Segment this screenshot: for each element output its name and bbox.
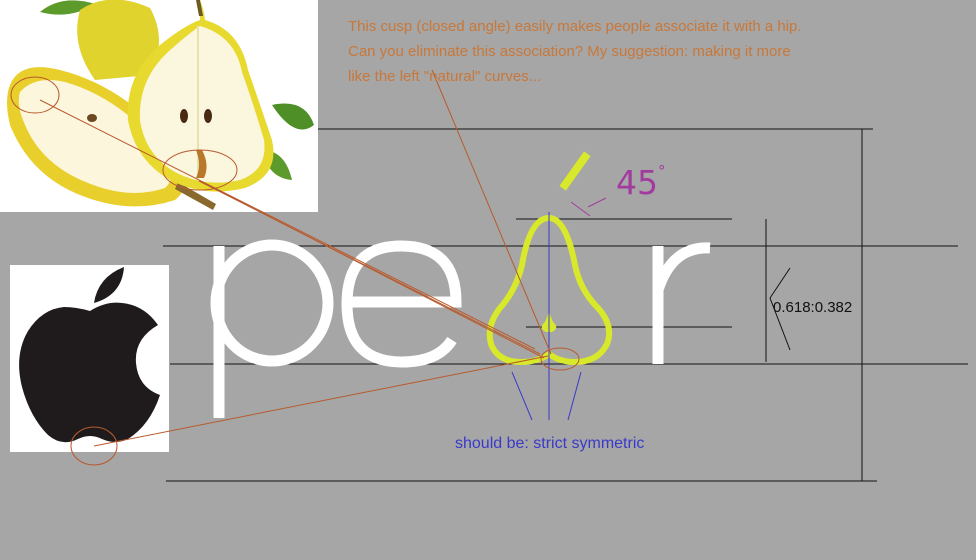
leader-from-left-curve — [39, 99, 536, 350]
pear-wordmark — [210, 239, 711, 418]
letter-r-arm — [652, 242, 711, 292]
leader-from-cusp-b — [209, 185, 545, 359]
leader-from-apple — [93, 355, 549, 447]
critique-line-3: like the left "natural" curves... — [348, 68, 542, 85]
apple-curve-circle — [70, 426, 118, 466]
leader-from-text — [431, 69, 552, 355]
apple-logo — [19, 267, 160, 443]
angle-label: 45° — [616, 162, 666, 202]
logo-cusp-circle — [540, 347, 580, 371]
symmetry-guide-right — [567, 371, 582, 421]
apple-logo-photo — [10, 265, 169, 452]
symmetry-note: should be: strict symmetric — [455, 435, 645, 452]
letter-e — [341, 240, 462, 368]
critique-line-1: This cusp (closed angle) easily makes pe… — [348, 18, 802, 35]
ratio-bracket — [769, 267, 791, 351]
angle-arc — [570, 201, 591, 217]
left-pear-curve-circle — [10, 76, 60, 114]
right-pear-cusp-circle — [162, 149, 238, 191]
golden-ratio-label: 0.618:0.382 — [773, 299, 853, 316]
letter-p-bowl — [210, 239, 334, 367]
critique-text: This cusp (closed angle) easily makes pe… — [348, 14, 908, 89]
annotation-circles — [10, 76, 580, 466]
symmetry-guide-left — [511, 371, 533, 421]
angle-value: 45 — [616, 163, 658, 202]
pear-stem-stroke — [559, 151, 591, 191]
angle-leader — [587, 197, 607, 208]
critique-line-2: Can you eliminate this association? My s… — [348, 43, 791, 60]
degree-symbol: ° — [658, 162, 666, 180]
leader-lines — [39, 69, 552, 447]
